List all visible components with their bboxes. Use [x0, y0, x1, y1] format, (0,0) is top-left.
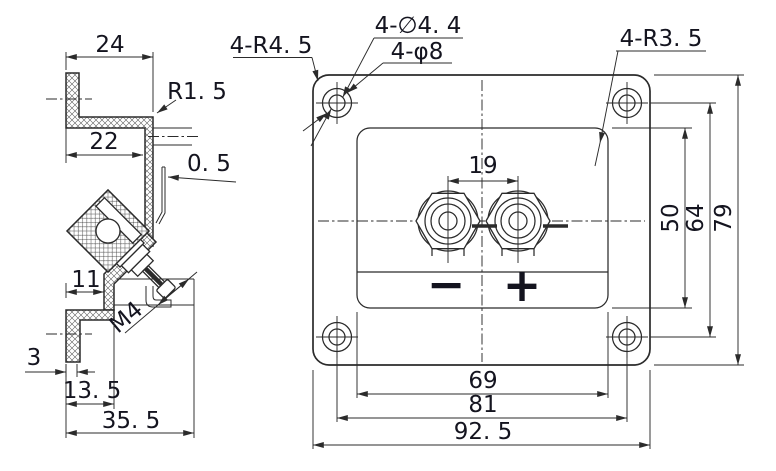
dim-label-69: 69 — [468, 368, 497, 394]
front-view: − + 19 50 64 79 69 — [230, 13, 744, 449]
terminal-negative — [415, 176, 481, 263]
mounting-hole-top-left — [316, 82, 358, 124]
leader-plate-thickness: 0. 5 — [167, 151, 237, 183]
leader-small-hole: 4-∅4. 4 — [310, 13, 463, 147]
dim-terminal-spacing: 19 — [447, 153, 519, 184]
side-section-view: M4 24 22 R1. 5 0. 5 11 — [25, 32, 237, 438]
dim-label-92-5: 92. 5 — [454, 419, 513, 445]
dim-label-79: 79 — [711, 203, 737, 232]
dim-label-50: 50 — [658, 203, 684, 232]
dim-label-3: 3 — [27, 345, 42, 371]
bracket-lower-foot — [65, 309, 115, 363]
dim-plate-width: 92. 5 — [312, 370, 651, 449]
label-4-d4-4: 4-∅4. 4 — [375, 13, 462, 39]
dim-recess-height: 50 — [612, 127, 692, 309]
dim-hole-spacing-horizontal: 81 — [336, 348, 628, 422]
label-4-r4-5: 4-R4. 5 — [230, 33, 313, 59]
dim-label-81: 81 — [468, 392, 497, 418]
leader-corner-radius: R1. 5 — [156, 79, 227, 114]
dim-hole-spacing-vertical: 64 — [650, 102, 716, 338]
terminal-spring-hole — [95, 218, 121, 244]
dim-label-22: 22 — [89, 129, 118, 155]
dim-total-depth: 35. 5 — [65, 364, 195, 438]
label-r1-5: R1. 5 — [167, 79, 227, 105]
dim-label-11: 11 — [71, 267, 100, 293]
dim-label-13-5: 13. 5 — [63, 378, 122, 404]
dim-plate-height: 79 — [654, 74, 744, 366]
label-4-f8: 4-φ8 — [391, 39, 444, 65]
contact-projection-lines — [153, 127, 192, 146]
mounting-hole-top-right — [606, 82, 648, 124]
dim-foot-width: 13. 5 — [63, 322, 122, 409]
inner-recess — [356, 127, 609, 309]
leader-large-hole: 4-φ8 — [302, 39, 452, 132]
terminal-assembly-section — [65, 188, 176, 299]
polarity-plus: + — [503, 258, 542, 312]
label-4-r3-5: 4-R3. 5 — [620, 26, 703, 52]
bolt-thread-core — [143, 266, 166, 289]
outer-plate — [312, 74, 651, 366]
dim-inner-width: 22 — [65, 110, 144, 163]
bolt-end-nut — [156, 279, 176, 299]
dim-label-35-5: 35. 5 — [102, 408, 161, 434]
dim-label-64: 64 — [683, 203, 709, 232]
dim-lower-offset: 11 — [65, 267, 105, 298]
dim-tab-thickness: 3 — [25, 345, 95, 377]
dim-recess-width: 69 — [356, 312, 609, 398]
contact-strip — [145, 166, 172, 308]
polarity-minus: − — [427, 257, 466, 311]
dim-top-width: 24 — [65, 32, 154, 112]
leader-plate-corner-radius: 4-R4. 5 — [230, 33, 319, 82]
dim-label-24: 24 — [95, 32, 124, 58]
label-0-5: 0. 5 — [187, 151, 231, 177]
terminal-positive — [485, 176, 551, 263]
dim-label-19: 19 — [468, 153, 497, 179]
leader-recess-radius: 4-R3. 5 — [594, 26, 706, 167]
